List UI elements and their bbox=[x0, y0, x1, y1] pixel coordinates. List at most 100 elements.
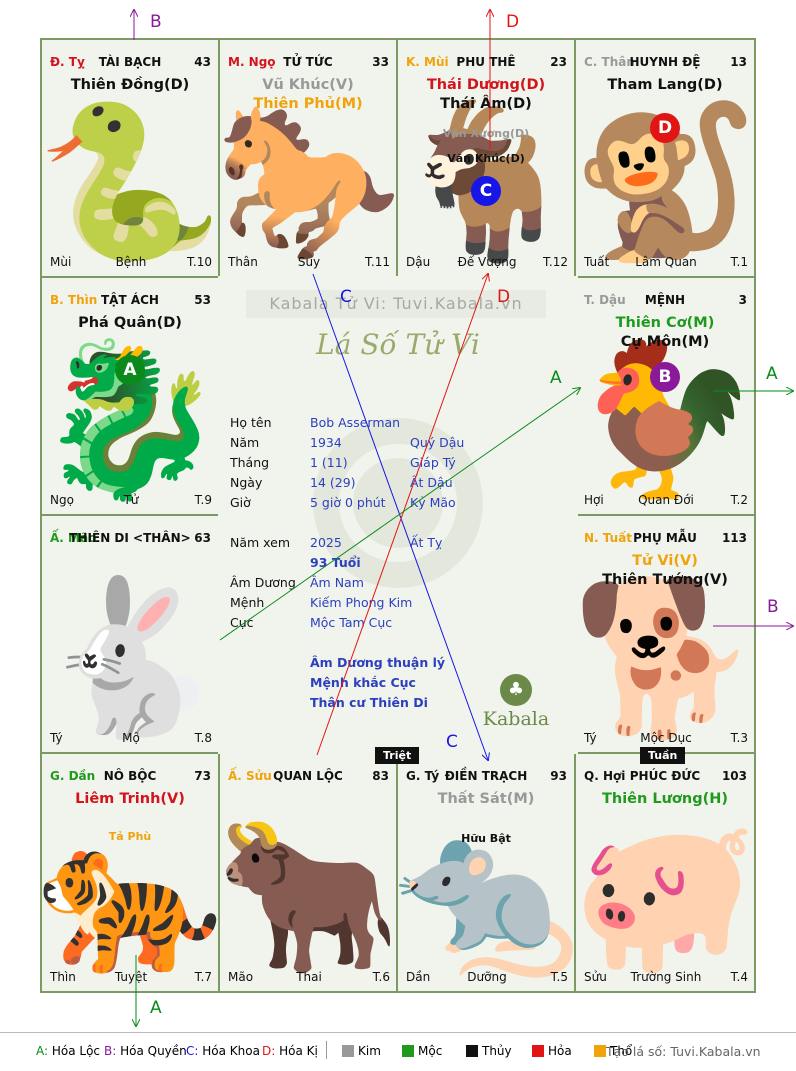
palace-age: 83 bbox=[372, 769, 389, 783]
star: Tham Lang(D) bbox=[607, 77, 723, 93]
star: Thái Dương(D) bbox=[426, 77, 546, 93]
legend-hoa-item: A: Hóa Lộc bbox=[36, 1044, 101, 1058]
footer-right: T.3 bbox=[730, 731, 748, 745]
footer-right: T.6 bbox=[372, 970, 390, 984]
info-label: Mệnh bbox=[230, 595, 265, 610]
info-label: Ngày bbox=[230, 475, 263, 490]
tree-icon: ♣ bbox=[500, 674, 532, 706]
legend-hoa-item: C: Hóa Khoa bbox=[186, 1044, 260, 1058]
tuan-tag: Tuần bbox=[640, 747, 686, 764]
footer-right: T.11 bbox=[365, 255, 390, 269]
footer-right: T.1 bbox=[730, 255, 748, 269]
info-can-chi: Ất Dậu bbox=[410, 475, 453, 490]
palace-can: Ấ. Sửu bbox=[228, 769, 272, 783]
footer-left: Thìn bbox=[50, 970, 76, 984]
footer-right: T.4 bbox=[730, 970, 748, 984]
palace-name: PHÚC ĐỨC bbox=[629, 769, 701, 783]
star: Thiên Đồng(D) bbox=[70, 77, 190, 93]
palace-age: 63 bbox=[194, 531, 211, 545]
star: Liêm Trinh(V) bbox=[75, 791, 185, 807]
star-list: Thất Sát(M)Hữu Bật bbox=[398, 790, 574, 846]
footer-right: T.2 bbox=[730, 493, 748, 507]
chart-script-title: Lá Số Tử Vi bbox=[316, 328, 480, 361]
info-value: Kiếm Phong Kim bbox=[310, 595, 413, 610]
kabala-logo-text: Kabala bbox=[482, 708, 550, 730]
footer-left: Dậu bbox=[406, 255, 431, 269]
star: Vũ Khúc(V) bbox=[262, 77, 354, 93]
legend-element-item: Thổ bbox=[594, 1044, 632, 1058]
star-list: Phá Quân(D)A bbox=[42, 314, 218, 385]
palace-name: NÔ BỘC bbox=[103, 769, 157, 783]
zodiac-suu-icon: 🐂 bbox=[218, 809, 398, 984]
footer-right: T.7 bbox=[194, 970, 212, 984]
info-can-chi: Kỷ Mão bbox=[410, 495, 456, 510]
star-list: Tử Vi(V)Thiên Tướng(V) bbox=[576, 552, 754, 590]
info-can-chi: Ất Tỵ bbox=[410, 535, 443, 550]
star-list: Liêm Trinh(V) Tả Phù bbox=[42, 790, 218, 844]
info-can-chi: Quý Dậu bbox=[410, 435, 465, 450]
palace-age: 103 bbox=[721, 769, 747, 783]
info-value: 1934 bbox=[310, 435, 342, 450]
info-value: 2025 bbox=[310, 535, 342, 550]
legend-element-item: Kim bbox=[342, 1044, 381, 1058]
arrow-label-d-mid: D bbox=[497, 287, 511, 307]
star: Thái Âm(D) bbox=[440, 96, 532, 112]
footer-left: Tý bbox=[50, 731, 63, 745]
legend-site-link[interactable]: Tạo lá số: Tuvi.Kabala.vn bbox=[606, 1044, 761, 1059]
star: Văn Khúc(D) bbox=[447, 152, 525, 165]
footer-left: Thân bbox=[228, 255, 258, 269]
star-list: Thiên Cơ(M)Cự Môn(M)B bbox=[576, 314, 754, 392]
footer-mid: Trường Sinh bbox=[630, 970, 702, 984]
info-can-chi: Giáp Tý bbox=[410, 455, 456, 470]
hoa-badge-c: C bbox=[471, 176, 501, 206]
footer-left: Hợi bbox=[584, 493, 604, 507]
palace-name: PHU THÊ bbox=[456, 55, 516, 69]
palace-name: MỆNH bbox=[644, 293, 686, 307]
star: Thiên Lương(H) bbox=[601, 791, 728, 807]
palace-name: THIÊN DI <THÂN> bbox=[69, 531, 191, 545]
star: Thất Sát(M) bbox=[437, 791, 535, 807]
footer-mid: Quan Đới bbox=[638, 493, 694, 507]
palace-can: N. Tuất bbox=[584, 531, 633, 545]
star: Thiên Tướng(V) bbox=[602, 572, 728, 588]
palace-name: HUYNH ĐỆ bbox=[629, 55, 701, 69]
footer-mid: Dưỡng bbox=[467, 970, 507, 984]
palace-can: Q. Hợi bbox=[584, 769, 626, 783]
palace-can: K. Mùi bbox=[406, 55, 449, 69]
palace-name: TÀI BẠCH bbox=[98, 55, 162, 69]
legend-divider bbox=[326, 1041, 327, 1059]
star: Cự Môn(M) bbox=[620, 334, 710, 350]
footer-mid: Suy bbox=[297, 255, 321, 269]
star: Thiên Phủ(M) bbox=[253, 96, 363, 112]
info-note: Âm Dương thuận lý bbox=[310, 655, 446, 670]
arrow-label-c-top: C bbox=[340, 287, 352, 307]
element-swatch bbox=[532, 1045, 544, 1057]
palace-age: 3 bbox=[738, 293, 747, 307]
center-info-panel: Kabala Tử Vi: Tuvi.Kabala.vn Lá Số Tử Vi… bbox=[218, 276, 578, 754]
footer-mid: Mộ bbox=[122, 731, 140, 745]
info-label: Năm xem bbox=[230, 535, 291, 550]
info-value: 14 (29) bbox=[310, 475, 356, 490]
star: Tả Phù bbox=[108, 830, 152, 843]
footer-left: Tuất bbox=[584, 255, 610, 269]
zodiac-tuat-icon: 🐕 bbox=[574, 570, 756, 745]
star: Văn Xương(D) bbox=[442, 127, 530, 140]
footer-left: Mùi bbox=[50, 255, 72, 269]
arrow-label-b-right: B bbox=[767, 597, 779, 617]
palace-age: 33 bbox=[372, 55, 389, 69]
element-swatch bbox=[402, 1045, 414, 1057]
palace-age: 93 bbox=[550, 769, 567, 783]
